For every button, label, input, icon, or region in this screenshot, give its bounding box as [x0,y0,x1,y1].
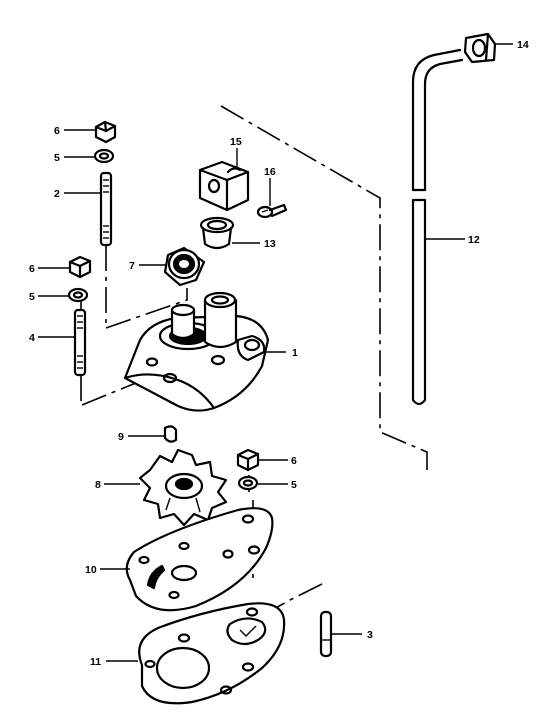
callout-6-top: 6 [54,125,60,137]
nut-6-mid [68,255,92,279]
key-9 [163,425,178,443]
nut-6-top [94,120,117,144]
callout-7: 7 [129,260,135,272]
washer-5-top [93,148,115,164]
leader-lines [38,43,513,662]
callout-1: 1 [292,347,298,359]
callout-11: 11 [90,656,101,668]
pump-housing-1 [123,291,270,412]
stud-4 [73,308,87,377]
water-tube-12 [411,48,464,406]
callout-5-mid: 5 [29,291,35,303]
washer-5-mid [67,287,89,303]
callout-6-mid: 6 [29,263,35,275]
pin-3 [319,610,333,658]
callout-4: 4 [29,332,35,344]
callout-5-top: 5 [54,152,60,164]
impeller-8 [138,448,228,527]
washer-5-right [237,475,259,491]
block-15 [198,160,250,212]
callout-10: 10 [85,564,97,576]
screw-16 [256,203,288,219]
callout-6-right: 6 [291,455,297,467]
callout-labels: 1 2 3 4 5 5 5 6 6 6 7 8 9 10 11 12 13 14… [29,39,529,668]
grommet-14 [463,32,497,64]
callout-12: 12 [468,234,480,246]
gasket-11 [138,602,286,705]
nut-6-right [236,448,260,472]
callout-14: 14 [517,39,529,51]
plate-10 [125,507,274,612]
callout-15: 15 [230,136,242,148]
callout-8: 8 [95,479,101,491]
callout-9: 9 [118,431,124,443]
callout-13: 13 [264,238,276,250]
callout-3: 3 [367,629,373,641]
callout-2: 2 [54,188,60,200]
stud-2 [99,171,113,247]
callout-16: 16 [264,166,276,178]
bushing-13 [199,216,235,250]
callout-5-right: 5 [291,479,297,491]
seal-7 [163,246,206,287]
